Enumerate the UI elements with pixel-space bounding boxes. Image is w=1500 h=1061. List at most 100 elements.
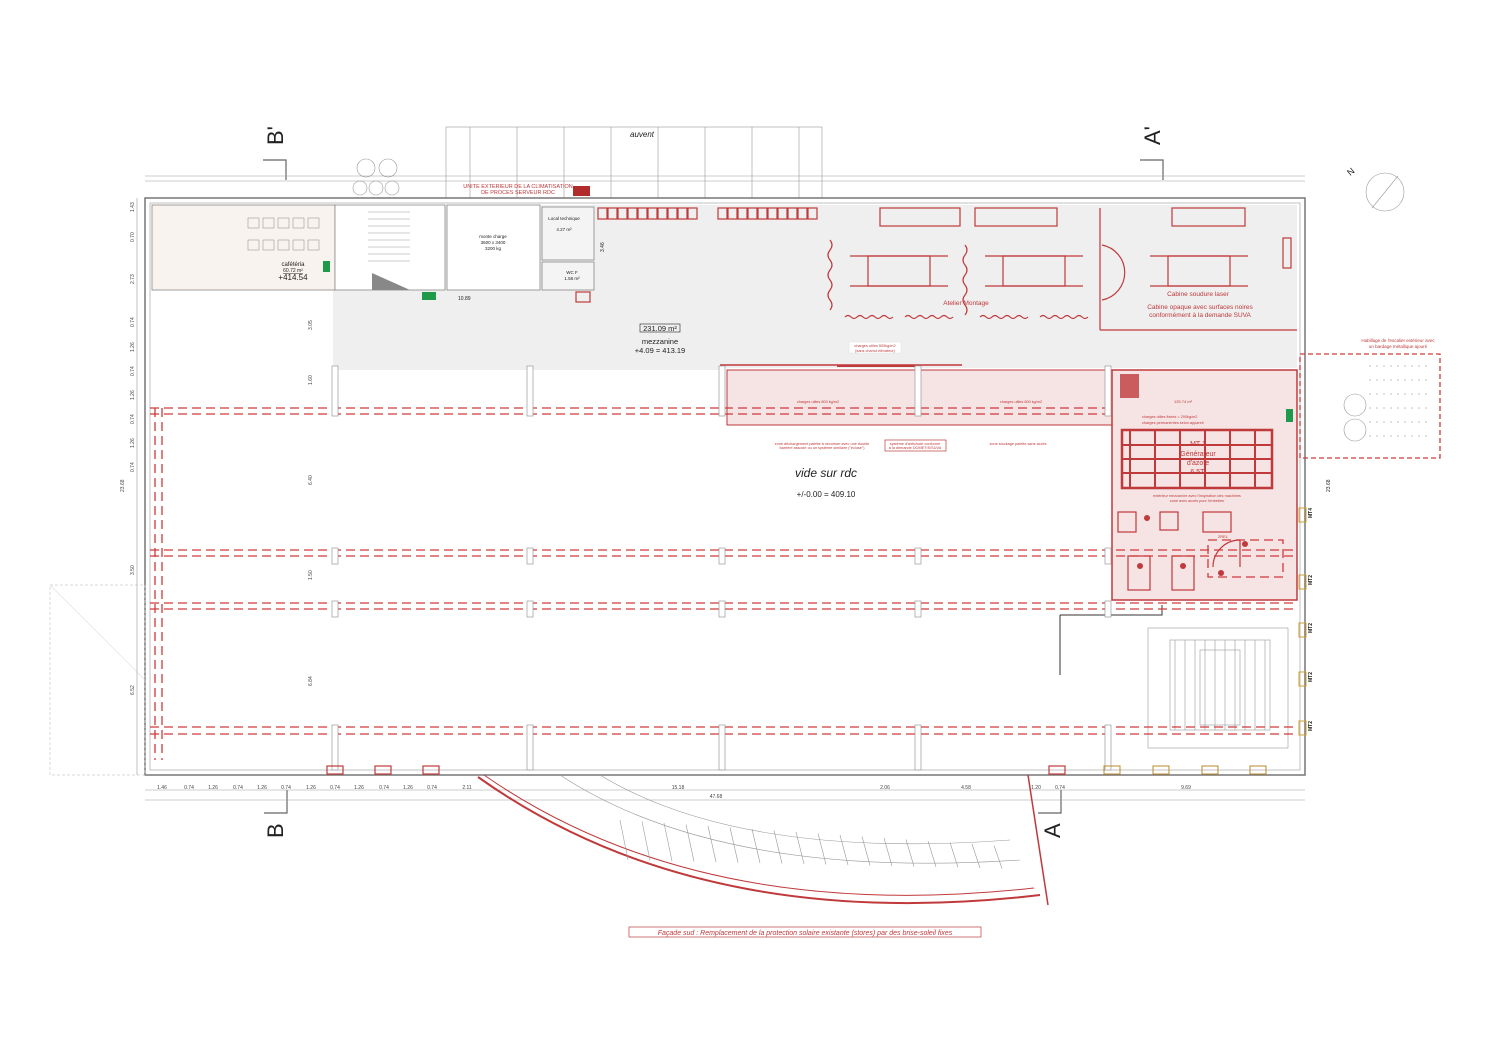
dimension-label: 1.26	[130, 438, 136, 448]
svg-text:2REL: 2REL	[1218, 534, 1229, 539]
grid-dot	[1418, 435, 1420, 437]
trees-decor	[352, 158, 400, 196]
svg-text:6.5T.: 6.5T.	[1190, 469, 1205, 476]
step	[861, 836, 871, 866]
cafeteria-tables	[247, 217, 320, 251]
grid-dot	[1397, 421, 1399, 423]
locker	[607, 207, 618, 220]
svg-text:cafétéria: cafétéria	[281, 262, 305, 268]
column	[718, 365, 726, 417]
dimension-label: 1.26	[306, 785, 316, 791]
grid-dot	[1369, 407, 1371, 409]
dimension-label: 0.74	[184, 785, 194, 791]
dimension-label: 1.26	[403, 785, 413, 791]
lockers-row	[597, 207, 818, 220]
svg-text:A: A	[1040, 823, 1065, 838]
column	[1104, 547, 1112, 565]
grid-dot	[1397, 393, 1399, 395]
svg-text:auvent: auvent	[630, 130, 655, 139]
svg-text:Cabine opaque avec surfaces no: Cabine opaque avec surfaces noires	[1147, 304, 1253, 311]
locker	[807, 207, 818, 220]
svg-text:Façade sud : Remplacement de l: Façade sud : Remplacement de la protecti…	[658, 930, 953, 937]
grid-dot	[1390, 365, 1392, 367]
grid-dot	[1411, 421, 1413, 423]
column	[1104, 365, 1112, 417]
svg-text:4.27 m²: 4.27 m²	[556, 227, 572, 232]
svg-text:conformément à la demande SUVA: conformément à la demande SUVA	[1149, 312, 1251, 319]
machine	[1117, 511, 1137, 533]
column	[526, 724, 534, 771]
red-fixture	[575, 291, 591, 303]
charges-mezz-note: charges utiles 500kg/m2 (sans chariot él…	[848, 341, 902, 354]
grid-dot	[1397, 379, 1399, 381]
locker	[657, 207, 668, 220]
grid-dot	[1376, 407, 1378, 409]
step	[685, 824, 695, 862]
grid-dot	[1425, 435, 1427, 437]
dimension-label: 0.74	[233, 785, 243, 791]
goods-lift	[446, 204, 541, 291]
grid-dot	[1390, 393, 1392, 395]
svg-text:(sans chariot élévateur): (sans chariot élévateur)	[855, 349, 895, 353]
dimension-label: 2.11	[462, 785, 472, 791]
workbench	[1167, 255, 1231, 287]
window	[422, 765, 440, 775]
svg-text:+4.09 = 413.19: +4.09 = 413.19	[635, 346, 685, 355]
locker	[787, 207, 798, 220]
dimension-label: 2.73	[130, 274, 136, 284]
locker	[737, 207, 748, 220]
dimension-label: 6.84	[308, 676, 314, 686]
grid-dot	[1390, 435, 1392, 437]
north-arrow-icon: N	[1345, 166, 1405, 212]
table	[292, 217, 305, 229]
column	[914, 600, 922, 618]
svg-text:N: N	[1345, 166, 1356, 178]
grid-dot	[1383, 435, 1385, 437]
step	[707, 825, 717, 863]
workbench-tables	[827, 207, 1292, 320]
grid-dot	[1404, 365, 1406, 367]
section-mark-b-top: B'	[263, 126, 288, 180]
dimension-label: 0.74	[427, 785, 437, 791]
grid-dot	[1397, 365, 1399, 367]
nitrogen-generator: MT 1 Générateur d'azote 6.5T.	[1120, 428, 1274, 490]
locker	[767, 207, 778, 220]
dimension-label: 9.69	[1181, 785, 1191, 791]
column	[718, 547, 726, 565]
table	[292, 239, 305, 251]
step	[993, 845, 1003, 869]
svg-text:extérieur mezzanine avec l'ins: extérieur mezzanine avec l'inspiration d…	[1153, 494, 1241, 498]
svg-text:Local technique: Local technique	[548, 216, 580, 221]
mt-label: MT2	[1308, 623, 1314, 633]
grid-dot	[1418, 407, 1420, 409]
grid-dot	[1425, 407, 1427, 409]
grid-dot	[1404, 421, 1406, 423]
dimension-label: 3.05	[308, 320, 314, 330]
curtain	[979, 314, 1029, 320]
dimension-label: 0.74	[281, 785, 291, 791]
vide-label: vide sur rdc +/-0.00 = 409.10	[795, 466, 857, 499]
grid-dot	[1411, 435, 1413, 437]
table	[262, 239, 275, 251]
grid-dot	[1383, 365, 1385, 367]
grid-dot	[1390, 407, 1392, 409]
svg-text:A': A'	[1140, 126, 1165, 145]
step	[729, 827, 739, 863]
machine-point	[1144, 515, 1150, 521]
column	[331, 724, 339, 771]
svg-text:UNITE EXTERIEUR DE LA CLIMATIS: UNITE EXTERIEUR DE LA CLIMATISATION	[463, 184, 573, 190]
column	[1104, 724, 1112, 771]
cafeteria-room	[151, 204, 336, 291]
grid-dot	[1411, 407, 1413, 409]
dimension-label: 0.74	[130, 366, 136, 376]
column	[331, 547, 339, 565]
machine	[1202, 511, 1232, 533]
svg-text:charges permanentes selon appa: charges permanentes selon appareil	[1142, 421, 1204, 425]
column	[526, 547, 534, 565]
svg-text:un bardage métallique ajouré: un bardage métallique ajouré	[1369, 344, 1428, 349]
facade-note: Façade sud : Remplacement de la protecti…	[628, 926, 982, 938]
curtain	[962, 244, 968, 316]
dimension-label: 1.43	[130, 202, 136, 212]
dimension-label: 0.74	[130, 414, 136, 424]
grid-dot	[1369, 421, 1371, 423]
